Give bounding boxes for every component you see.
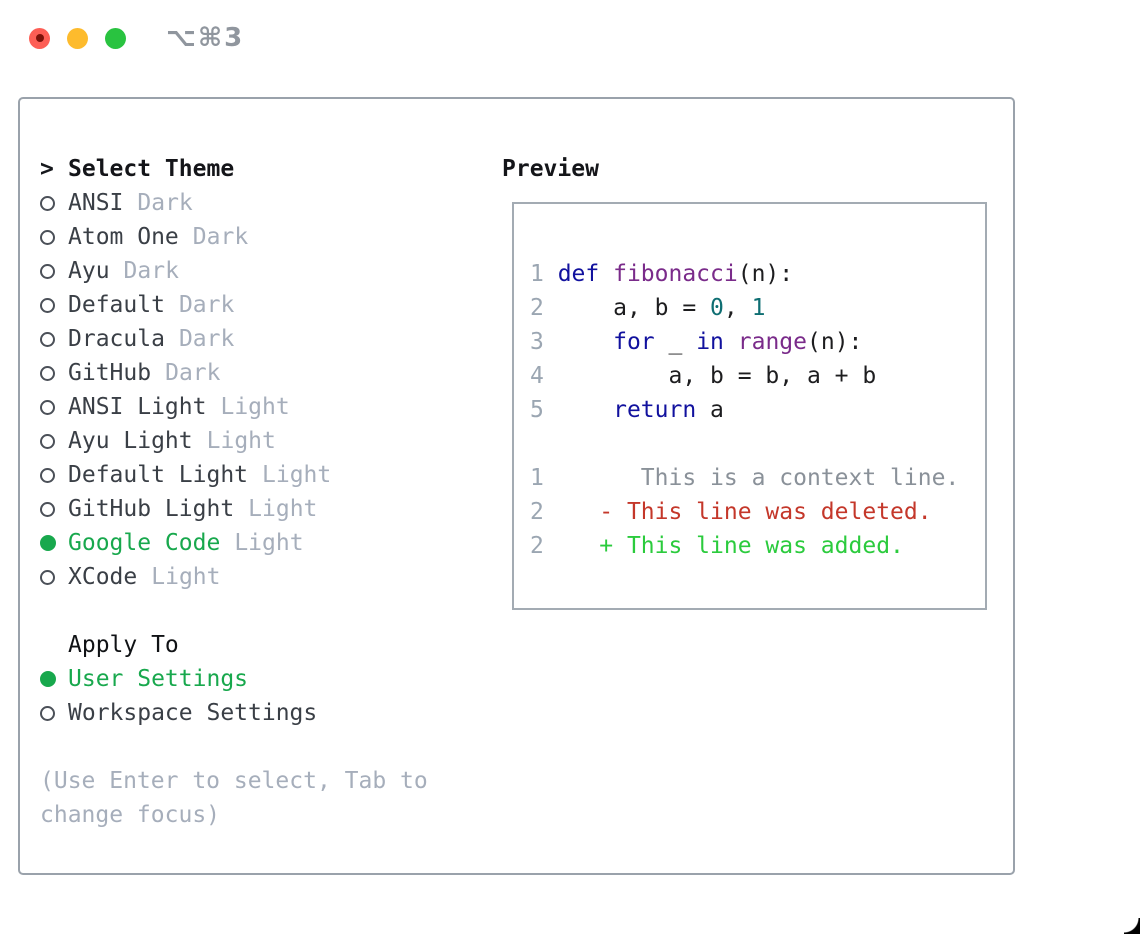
- apply-to-label: Apply To: [68, 632, 179, 658]
- prompt-marker-icon: >: [40, 156, 54, 182]
- spacer: [40, 594, 492, 628]
- theme-option-google-code[interactable]: Google Code Light: [40, 526, 492, 560]
- panel-title: Select Theme: [68, 156, 235, 182]
- theme-option-ayu[interactable]: Ayu Dark: [40, 254, 492, 288]
- theme-name: ANSI: [68, 190, 124, 216]
- preview-title: Preview: [502, 156, 599, 182]
- theme-variant-tag: Dark: [165, 360, 221, 386]
- theme-name: ANSI Light: [68, 394, 207, 420]
- code-line: 2 - This line was deleted.: [530, 499, 932, 525]
- radio-icon: [40, 467, 55, 483]
- theme-name: Default Light: [68, 462, 249, 488]
- theme-name: GitHub: [68, 360, 152, 386]
- theme-name: Ayu: [68, 258, 110, 284]
- code-line: 2 a, b = 0, 1: [530, 295, 766, 321]
- radio-icon: [40, 229, 55, 245]
- code-line: 1 def fibonacci(n):: [530, 261, 794, 287]
- theme-name: Ayu Light: [68, 428, 193, 454]
- close-modified-dot-icon: [35, 34, 44, 42]
- apply-option-label: Workspace Settings: [68, 700, 318, 726]
- radio-icon: [40, 331, 55, 347]
- radio-selected-icon: [40, 671, 56, 687]
- spacer: [40, 730, 492, 764]
- theme-name: Default: [68, 292, 165, 318]
- theme-option-dracula[interactable]: Dracula Dark: [40, 322, 492, 356]
- code-line: [530, 427, 985, 461]
- theme-option-ansi[interactable]: ANSI Dark: [40, 186, 492, 220]
- theme-variant-tag: Dark: [123, 258, 179, 284]
- theme-name: Google Code: [68, 530, 221, 556]
- theme-variant-tag: Dark: [178, 292, 235, 318]
- radio-selected-icon: [40, 535, 56, 551]
- theme-variant-tag: Dark: [137, 190, 193, 216]
- theme-option-default[interactable]: Default Dark: [40, 288, 492, 322]
- theme-name: GitHub Light: [68, 496, 235, 522]
- close-button[interactable]: [29, 27, 50, 49]
- theme-name: Dracula: [68, 326, 165, 352]
- code-line: 1 This is a context line.: [530, 465, 960, 491]
- code-line: 2 + This line was added.: [530, 533, 904, 559]
- theme-variant-tag: Light: [248, 496, 318, 522]
- preview-code: 1 def fibonacci(n): 2 a, b = 0, 1 3 for _ …: [530, 257, 985, 563]
- preview-panel: Preview 1 def fibonacci(n): 2 a, b = 0, 1…: [492, 152, 1003, 832]
- radio-icon: [40, 569, 55, 585]
- theme-name: XCode: [68, 564, 138, 590]
- radio-icon: [40, 399, 55, 415]
- apply-option-user-settings[interactable]: User Settings: [40, 662, 492, 696]
- code-line: 5 return a: [530, 397, 724, 423]
- radio-icon: [40, 501, 55, 517]
- hint-text: (Use Enter to select, Tab to change focu…: [40, 768, 428, 828]
- code-line: 4 a, b = b, a + b: [530, 363, 877, 389]
- preview-pane: 1 def fibonacci(n): 2 a, b = 0, 1 3 for _ …: [512, 202, 987, 610]
- radio-icon: [40, 365, 55, 381]
- radio-icon: [40, 705, 55, 721]
- window-title-shortcut: ⌥⌘3: [166, 23, 245, 53]
- apply-option-workspace-settings[interactable]: Workspace Settings: [40, 696, 492, 730]
- code-line: 3 for _ in range(n):: [530, 329, 863, 355]
- theme-option-ayu-light[interactable]: Ayu Light Light: [40, 424, 492, 458]
- theme-name: Atom One: [68, 224, 179, 250]
- theme-variant-tag: Dark: [178, 326, 235, 352]
- apply-to-header: Apply To: [40, 628, 492, 662]
- theme-variant-tag: Light: [262, 462, 332, 488]
- titlebar: ⌥⌘3: [0, 0, 1140, 76]
- theme-variant-tag: Light: [220, 394, 290, 420]
- theme-option-github[interactable]: GitHub Dark: [40, 356, 492, 390]
- theme-option-ansi-light[interactable]: ANSI Light Light: [40, 390, 492, 424]
- apply-option-label: User Settings: [68, 666, 249, 692]
- radio-icon: [40, 297, 55, 313]
- theme-option-default-light[interactable]: Default Light Light: [40, 458, 492, 492]
- radio-icon: [40, 195, 55, 211]
- zoom-button[interactable]: [105, 27, 126, 49]
- theme-option-xcode[interactable]: XCode Light: [40, 560, 492, 594]
- traffic-lights: [29, 27, 126, 49]
- minimize-button[interactable]: [67, 27, 88, 49]
- radio-icon: [40, 433, 55, 449]
- theme-variant-tag: Light: [206, 428, 276, 454]
- theme-variant-tag: Light: [151, 564, 221, 590]
- theme-variant-tag: Light: [234, 530, 304, 556]
- radio-icon: [40, 263, 55, 279]
- theme-option-atom-one[interactable]: Atom One Dark: [40, 220, 492, 254]
- select-theme-header: > Select Theme: [40, 152, 492, 186]
- theme-variant-tag: Dark: [192, 224, 249, 250]
- theme-option-github-light[interactable]: GitHub Light Light: [40, 492, 492, 526]
- screen-corner: [1124, 918, 1140, 934]
